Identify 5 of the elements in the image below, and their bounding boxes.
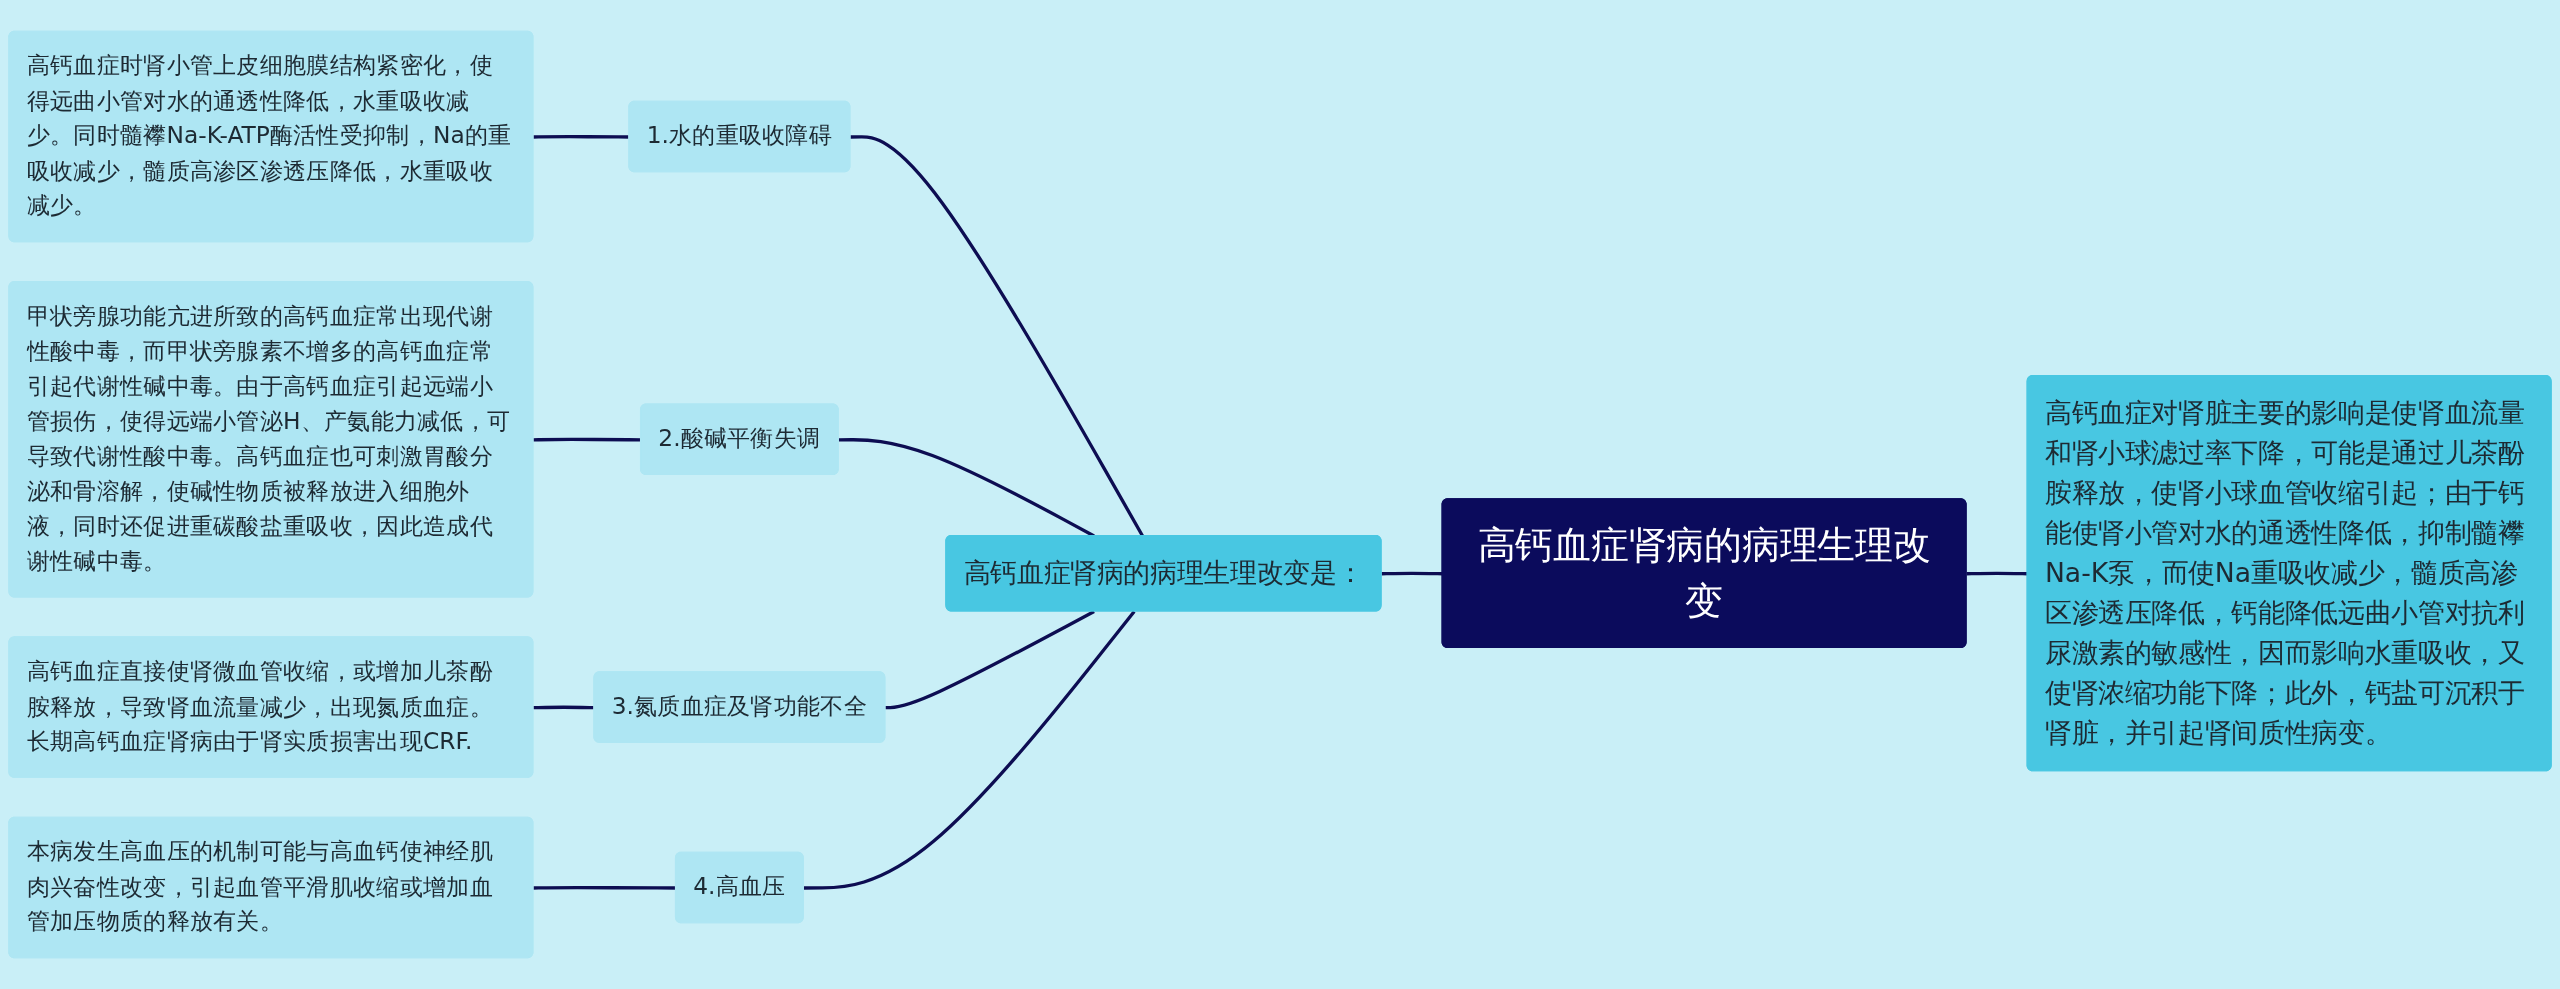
connector — [1966, 571, 2028, 576]
connector — [885, 610, 1095, 710]
connector — [850, 135, 1144, 537]
connector — [1381, 571, 1443, 576]
connector — [803, 610, 1136, 890]
